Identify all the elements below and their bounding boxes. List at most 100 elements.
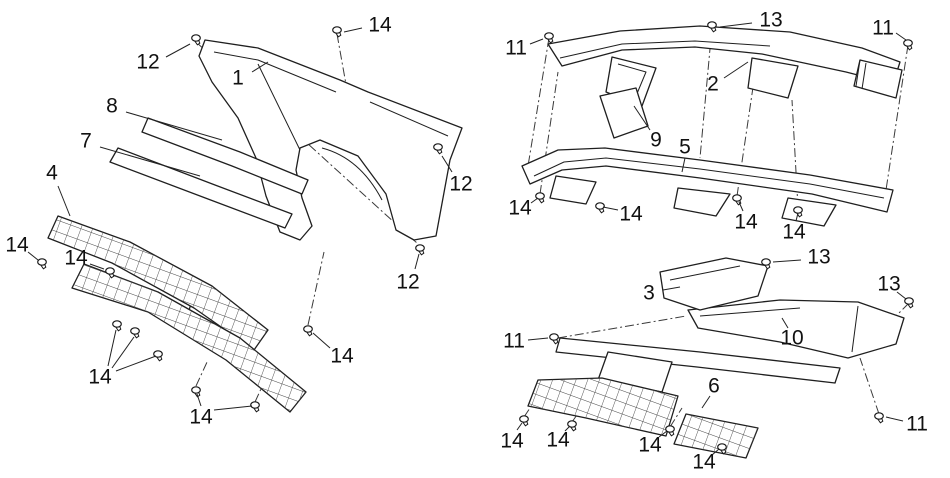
mid-strip <box>555 337 841 384</box>
screw-icon <box>549 333 559 345</box>
screw-icon <box>250 401 260 413</box>
callout-label-11: 11 <box>503 330 525 353</box>
callout-label-12: 12 <box>136 51 159 74</box>
leader-line <box>895 32 907 41</box>
part-5-lower-rail <box>521 147 894 213</box>
callout-label-7: 7 <box>80 130 92 153</box>
callout-label-14: 14 <box>330 345 354 368</box>
leader-line <box>633 105 651 131</box>
callout-label-1: 1 <box>232 67 244 90</box>
leader-line <box>738 201 744 212</box>
leader-line <box>115 355 157 372</box>
part-2-end-box <box>853 59 903 99</box>
screw-icon <box>535 192 545 204</box>
part-2-bracket-right <box>747 57 799 99</box>
leader-line <box>681 157 686 173</box>
leader-line <box>441 155 453 173</box>
leader-line <box>516 422 523 431</box>
leader-line <box>89 263 105 270</box>
screw-icon <box>130 327 140 339</box>
callout-label-5: 5 <box>679 136 691 159</box>
leader-line <box>251 61 269 73</box>
leader-line <box>111 336 135 369</box>
leader-line <box>196 393 202 407</box>
part-3-top-panel <box>659 257 769 311</box>
leader-line <box>885 416 904 422</box>
leader-line <box>529 38 544 45</box>
leader-line <box>795 212 799 222</box>
leader-line <box>719 22 753 28</box>
leader-line <box>312 332 331 349</box>
screw-icon <box>874 412 884 424</box>
leader-line <box>723 61 749 79</box>
callout-label-14: 14 <box>546 429 570 452</box>
callout-label-14: 14 <box>500 430 524 453</box>
assembly-axis-lines <box>527 26 909 209</box>
callout-label-14: 14 <box>638 434 662 457</box>
left-exploded-view <box>47 33 463 413</box>
callout-label-11: 11 <box>906 413 928 436</box>
part-5-mount-mid <box>673 187 731 217</box>
part-5-detail-lines <box>533 157 885 199</box>
leader-line <box>602 206 619 211</box>
part-4-grate-lower-mesh <box>72 264 306 412</box>
leader-line <box>213 405 253 411</box>
callout-label-8: 8 <box>106 95 118 118</box>
leader-line <box>530 197 539 204</box>
part-3-detail-line <box>669 265 741 281</box>
callout-label-14: 14 <box>5 234 29 257</box>
leader-line <box>701 395 711 409</box>
callout-label-14: 14 <box>782 221 806 244</box>
part-2-side-rail <box>547 25 901 85</box>
leader-line <box>662 286 681 291</box>
screw-icon <box>191 386 201 398</box>
leader-line <box>57 185 71 217</box>
screw-icon <box>595 202 605 214</box>
leader-line <box>711 448 720 456</box>
callout-label-12: 12 <box>449 173 472 196</box>
leader-line <box>772 259 802 263</box>
part-9-bracket <box>599 87 649 139</box>
part-2-end-box-detail <box>855 59 867 90</box>
screw-icon <box>903 39 913 51</box>
callout-label-14: 14 <box>692 451 716 474</box>
leader-line <box>564 425 571 432</box>
callout-label-11: 11 <box>872 17 894 40</box>
leader-line <box>896 291 907 300</box>
callout-label-12: 12 <box>396 271 419 294</box>
callout-label-13: 13 <box>759 9 782 32</box>
part-1-detail-lines <box>213 51 449 201</box>
part-7-slat <box>109 147 293 229</box>
part-6-grate-left-mesh <box>528 378 678 436</box>
leader-line <box>414 253 420 270</box>
part-10-side-rail <box>687 299 905 359</box>
part-5-mount-left <box>549 175 597 205</box>
callout-label-4: 4 <box>46 162 58 185</box>
callout-label-2: 2 <box>707 73 719 96</box>
callout-label-14: 14 <box>189 406 213 429</box>
callout-label-9: 9 <box>650 129 662 152</box>
leader-line <box>107 329 117 367</box>
part-1-center-cover <box>198 39 463 241</box>
callout-label-6: 6 <box>708 375 720 398</box>
leader-line <box>99 146 201 177</box>
callout-label-13: 13 <box>807 246 830 269</box>
part-2-detail-lines <box>559 40 771 59</box>
screw-icon <box>37 258 47 270</box>
screw-icon <box>544 32 554 44</box>
callout-label-14: 14 <box>88 366 112 389</box>
leader-line <box>165 43 191 58</box>
part-8-slat <box>141 117 309 195</box>
part-6-grate-right-mesh <box>674 414 758 458</box>
screw-icon <box>303 325 313 337</box>
screw-icon <box>332 26 342 38</box>
callout-label-14: 14 <box>619 203 643 226</box>
callout-label-14: 14 <box>734 211 758 234</box>
part-10-detail-lines <box>699 305 859 353</box>
callout-label-14: 14 <box>64 247 88 270</box>
screw-icon <box>112 320 122 332</box>
leader-line <box>27 251 39 261</box>
